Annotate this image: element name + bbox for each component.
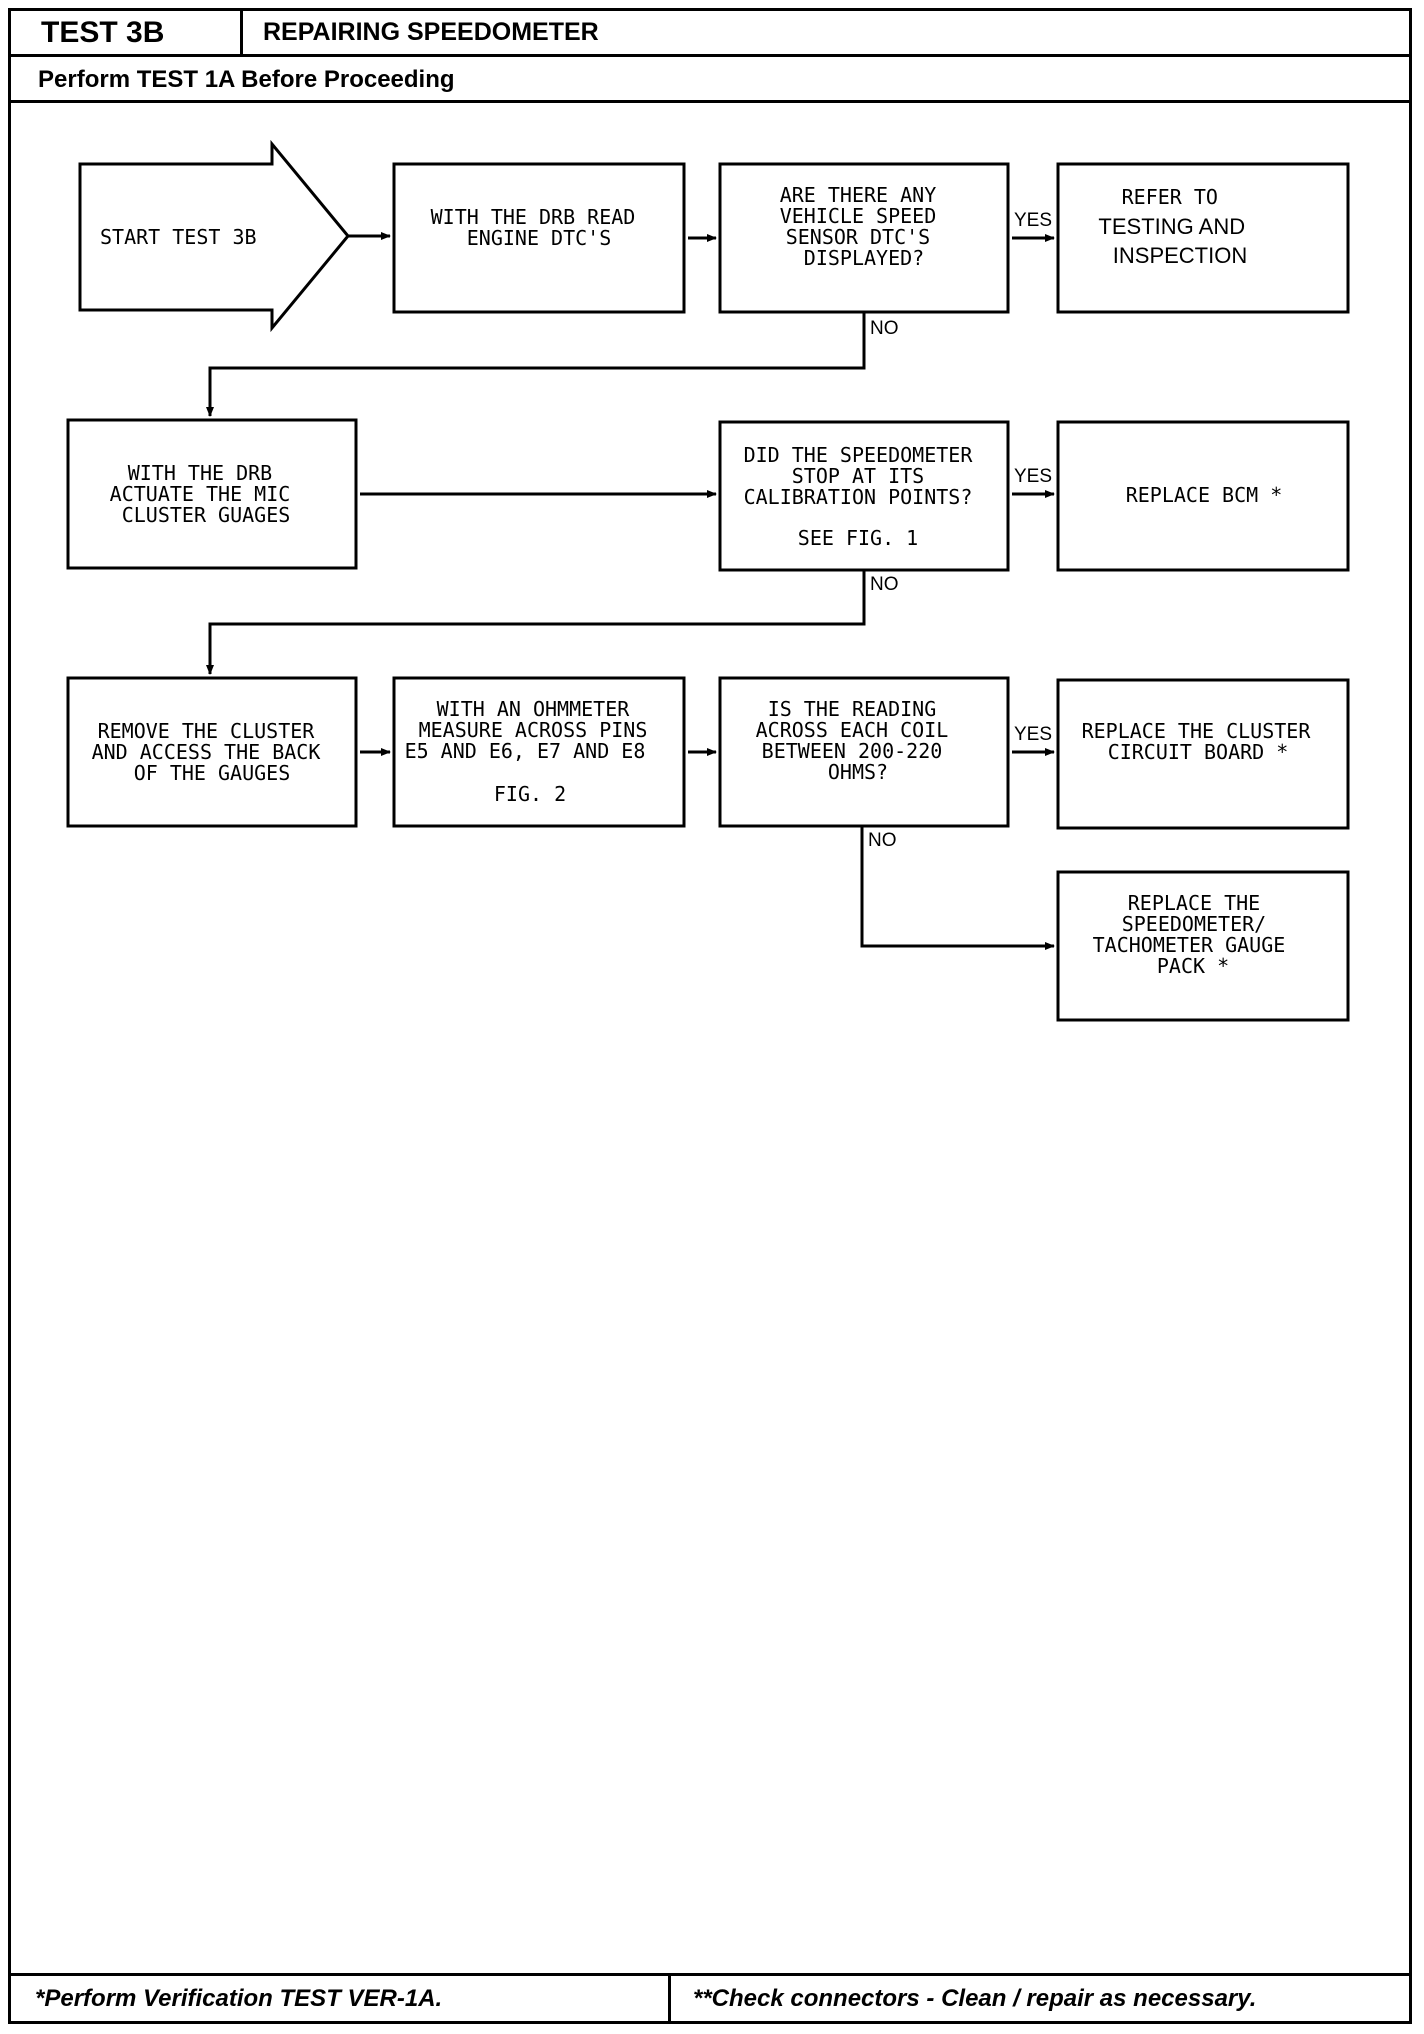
coil-reading-line: ACROSS EACH COIL bbox=[756, 718, 949, 742]
test-id: TEST 3B bbox=[11, 11, 243, 54]
replace-bcm-box bbox=[1056, 420, 1350, 572]
vss-dtc-line: DISPLAYED? bbox=[804, 246, 924, 270]
vss-dtc-line: SENSOR DTC'S bbox=[786, 225, 931, 249]
calibration-fig-ref: SEE FIG. 1 bbox=[798, 526, 918, 550]
refer-testing-text: REFER TO TESTING AND INSPECTION bbox=[1098, 185, 1249, 268]
refer-testing-line: INSPECTION bbox=[1113, 243, 1247, 268]
read-dtcs-box bbox=[392, 162, 686, 314]
measure-pins-line: E5 AND E6, E7 AND E8 bbox=[405, 739, 646, 763]
replace-gauge-pack-box bbox=[1056, 870, 1350, 1022]
remove-cluster-box bbox=[66, 676, 358, 828]
no-label: NO bbox=[868, 830, 897, 851]
refer-testing-box bbox=[1056, 162, 1350, 314]
remove-cluster-line: REMOVE THE CLUSTER bbox=[98, 719, 316, 743]
calibration-line: CALIBRATION POINTS? bbox=[744, 485, 973, 509]
actuate-gauges-line: WITH THE DRB bbox=[128, 461, 273, 485]
measure-pins-fig-ref: FIG. 2 bbox=[494, 782, 566, 806]
vss-dtc-line: ARE THERE ANY bbox=[780, 183, 937, 207]
replace-gauge-pack-line: TACHOMETER GAUGE bbox=[1093, 933, 1286, 957]
coil-reading-decision-box bbox=[718, 676, 1010, 828]
prerequisite-note: Perform TEST 1A Before Proceeding bbox=[11, 57, 1409, 103]
footer-verification-note: *Perform Verification TEST VER-1A. bbox=[11, 1976, 671, 2021]
actuate-gauges-line: ACTUATE THE MIC bbox=[110, 482, 291, 506]
no-label: NO bbox=[870, 318, 899, 339]
test-title: REPAIRING SPEEDOMETER bbox=[263, 18, 599, 46]
refer-testing-line: REFER TO bbox=[1122, 185, 1218, 209]
no-label: NO bbox=[870, 574, 899, 595]
calibration-line: DID THE SPEEDOMETER bbox=[744, 443, 974, 467]
measure-pins-line: MEASURE ACROSS PINS bbox=[419, 718, 648, 742]
calibration-line: STOP AT ITS bbox=[792, 464, 924, 488]
replace-circuit-board-line: REPLACE THE CLUSTER bbox=[1082, 719, 1312, 743]
measure-pins-line: WITH AN OHMMETER bbox=[437, 697, 631, 721]
footer-bar: *Perform Verification TEST VER-1A. **Che… bbox=[11, 1973, 1409, 2021]
replace-circuit-board-text: REPLACE THE CLUSTER CIRCUIT BOARD * bbox=[1082, 719, 1323, 764]
measure-pins-box bbox=[392, 676, 686, 828]
actuate-gauges-box bbox=[66, 418, 358, 570]
refer-testing-line: TESTING AND bbox=[1098, 214, 1245, 239]
remove-cluster-text: REMOVE THE CLUSTER AND ACCESS THE BACK O… bbox=[92, 719, 333, 785]
connector-no-to-remove bbox=[206, 570, 866, 675]
read-dtcs-line: WITH THE DRB READ bbox=[431, 205, 636, 229]
actuate-gauges-text: WITH THE DRB ACTUATE THE MIC CLUSTER GUA… bbox=[110, 461, 303, 527]
footer-connector-note: **Check connectors - Clean / repair as n… bbox=[693, 1985, 1257, 2012]
calibration-question: DID THE SPEEDOMETER STOP AT ITS CALIBRAT… bbox=[744, 443, 985, 550]
replace-gauge-pack-line: REPLACE THE bbox=[1128, 891, 1260, 915]
read-dtcs-line: ENGINE DTC'S bbox=[467, 226, 612, 250]
replace-gauge-pack-line: PACK * bbox=[1157, 954, 1229, 978]
coil-reading-question: IS THE READING ACROSS EACH COIL BETWEEN … bbox=[756, 697, 961, 784]
vss-dtc-line: VEHICLE SPEED bbox=[780, 204, 937, 228]
coil-reading-line: OHMS? bbox=[828, 760, 888, 784]
calibration-decision-box bbox=[718, 420, 1010, 572]
remove-cluster-line: AND ACCESS THE BACK bbox=[92, 740, 321, 764]
vss-dtc-question: ARE THERE ANY VEHICLE SPEED SENSOR DTC'S… bbox=[780, 183, 949, 270]
remove-cluster-line: OF THE GAUGES bbox=[134, 761, 291, 785]
start-arrow-shape bbox=[78, 139, 350, 333]
actuate-gauges-line: CLUSTER GUAGES bbox=[122, 503, 291, 527]
replace-circuit-board-line: CIRCUIT BOARD * bbox=[1108, 740, 1289, 764]
replace-bcm-text: REPLACE BCM * bbox=[1126, 483, 1283, 507]
read-dtcs-text: WITH THE DRB READ ENGINE DTC'S bbox=[431, 205, 648, 250]
yes-label: YES bbox=[1014, 724, 1052, 745]
replace-gauge-pack-text: REPLACE THE SPEEDOMETER/ TACHOMETER GAUG… bbox=[1093, 891, 1298, 978]
connector-no-to-gauge-pack bbox=[860, 826, 1055, 950]
coil-reading-line: BETWEEN 200-220 bbox=[762, 739, 943, 763]
header-bar: TEST 3B REPAIRING SPEEDOMETER bbox=[11, 11, 1409, 57]
procedure-sheet: TEST 3B REPAIRING SPEEDOMETER Perform TE… bbox=[8, 8, 1412, 2024]
replace-gauge-pack-line: SPEEDOMETER/ bbox=[1122, 912, 1267, 936]
start-label: START TEST 3B bbox=[100, 225, 257, 249]
yes-label: YES bbox=[1014, 466, 1052, 487]
coil-reading-line: IS THE READING bbox=[768, 697, 937, 721]
yes-label: YES bbox=[1014, 210, 1052, 231]
vss-dtc-decision-box bbox=[718, 162, 1010, 314]
measure-pins-text: WITH AN OHMMETER MEASURE ACROSS PINS E5 … bbox=[405, 697, 660, 806]
replace-circuit-board-box bbox=[1056, 678, 1350, 830]
connector-no-to-actuate bbox=[206, 312, 866, 417]
